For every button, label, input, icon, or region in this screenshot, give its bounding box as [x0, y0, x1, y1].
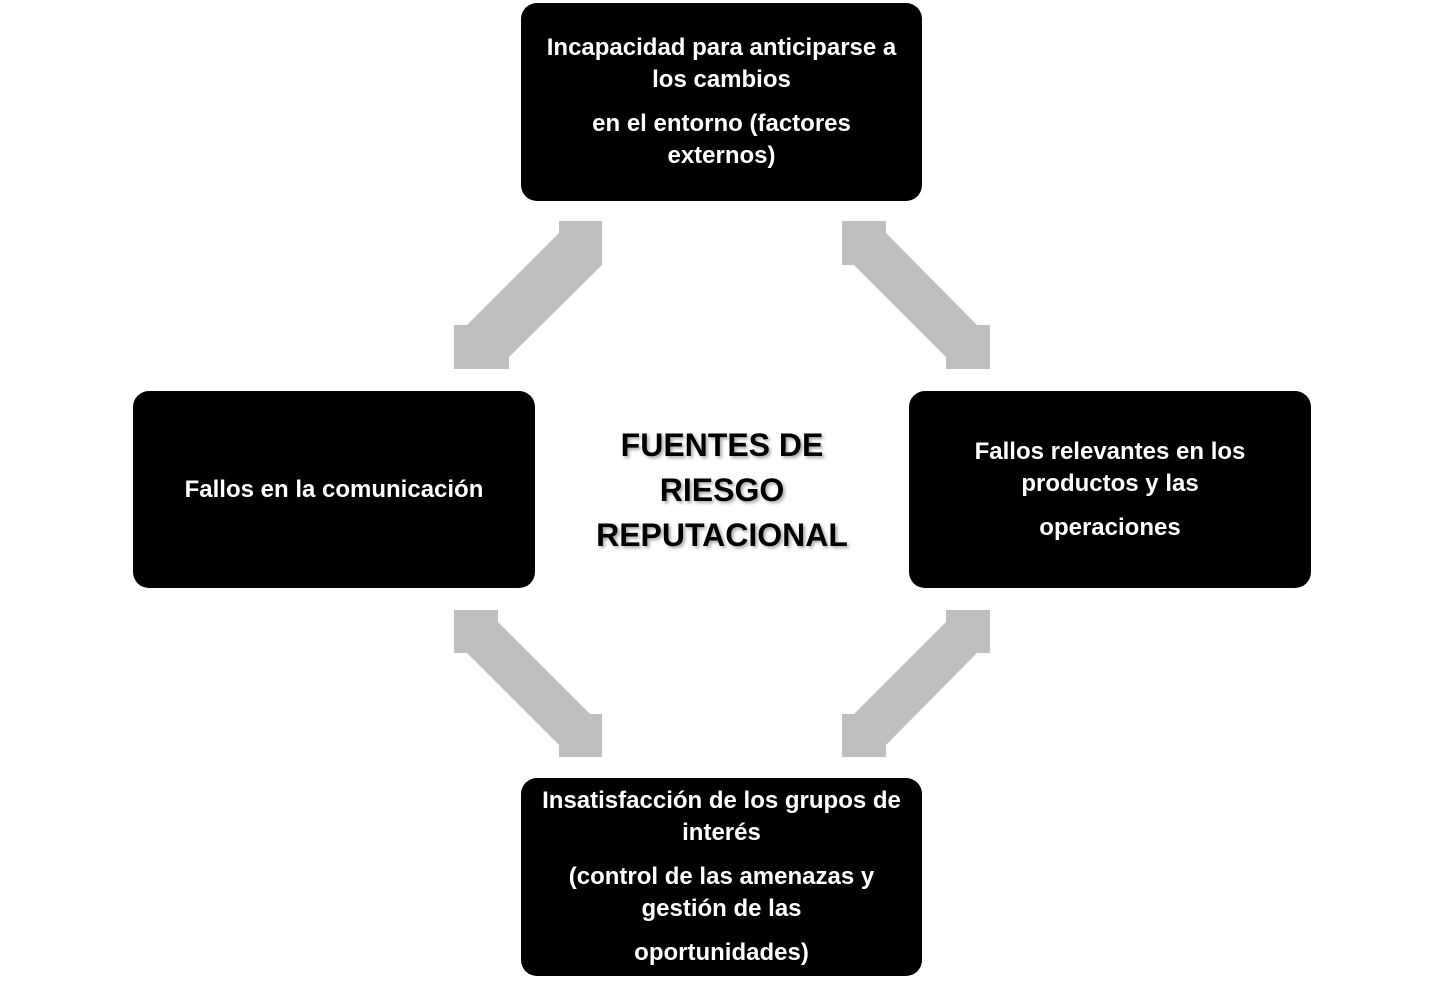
node-anticipation-failure: Incapacidad para anticiparse a los cambi…: [521, 3, 922, 201]
node-communication-failure: Fallos en la comunicación: [133, 391, 535, 588]
node-bottom-text-2: (control de las amenazas y gestión de la…: [568, 863, 875, 922]
node-left-text-1: Fallos en la comunicación: [184, 475, 484, 503]
node-top-text-2: en el entorno (factores externos): [592, 110, 851, 169]
double-arrow-bottom-right: [842, 610, 990, 757]
node-right-text-2: operaciones: [1039, 513, 1181, 541]
node-product-operations-failure: Fallos relevantes en los productos y las…: [909, 391, 1311, 588]
double-arrow-bottom-left: [454, 610, 602, 757]
double-arrow-top-left: [454, 221, 602, 369]
center-title-line-1: FUENTES DE: [620, 427, 824, 463]
center-title-line-2: RIESGO: [659, 472, 785, 508]
node-stakeholder-dissatisfaction: Insatisfacción de los grupos de interés …: [521, 778, 922, 976]
node-bottom-text-1: Insatisfacción de los grupos de interés: [542, 787, 901, 846]
node-top-text-1: Incapacidad para anticiparse a los cambi…: [546, 34, 897, 93]
center-title-line-3: REPUTACIONAL: [596, 517, 848, 553]
node-bottom-text-3: oportunidades): [634, 939, 809, 966]
double-arrow-top-right: [842, 221, 990, 369]
diagram-center-title: FUENTES DE RIESGO REPUTACIONAL: [572, 423, 872, 558]
node-right-text-1: Fallos relevantes en los productos y las: [974, 437, 1246, 497]
